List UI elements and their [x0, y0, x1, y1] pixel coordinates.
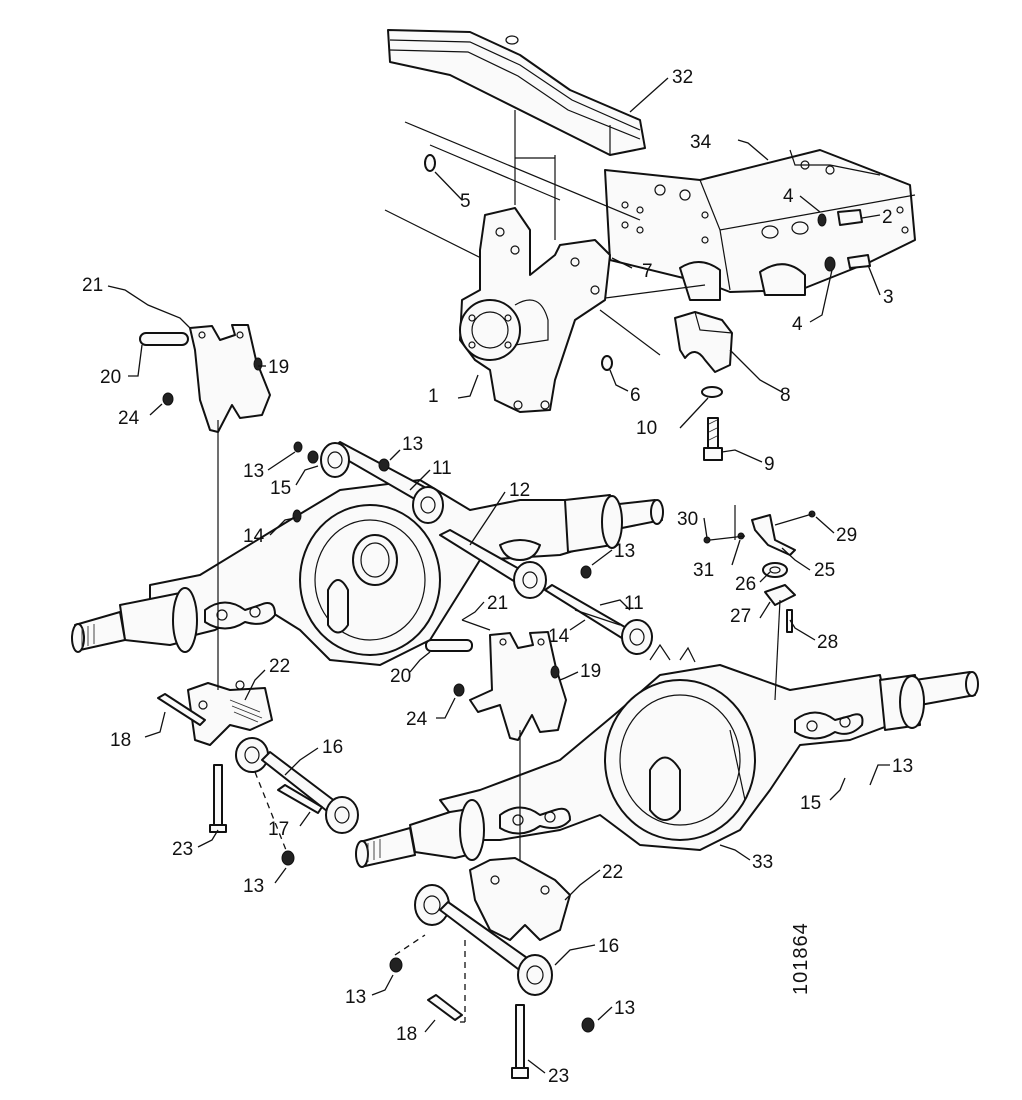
callout-18: 18	[396, 1024, 417, 1045]
figure-reference-number: 101864	[790, 922, 812, 995]
callout-leaders	[107, 77, 890, 1074]
leaf-spring-pack	[387, 29, 646, 156]
callout-26: 26	[735, 574, 756, 595]
callout-22: 22	[602, 862, 623, 883]
axle-housing-upper	[71, 479, 664, 666]
callout-27: 27	[730, 606, 751, 627]
callout-32: 32	[672, 67, 693, 88]
bushing-5	[424, 154, 436, 172]
callout-13: 13	[243, 461, 264, 482]
callout-34: 34	[690, 132, 712, 153]
callout-15: 15	[270, 478, 291, 499]
axle-housing-lower	[355, 599, 979, 868]
callout-16: 16	[598, 936, 619, 957]
callout-1: 1	[428, 386, 439, 407]
alignment-lines	[384, 110, 706, 356]
callout-3: 3	[883, 287, 894, 308]
callout-13: 13	[402, 434, 423, 455]
callout-20: 20	[100, 367, 121, 388]
callout-20: 20	[390, 666, 411, 687]
callout-14: 14	[548, 626, 570, 647]
callout-23: 23	[548, 1066, 569, 1087]
upper-bracket-left	[139, 324, 271, 433]
callout-29: 29	[836, 525, 857, 546]
callout-25: 25	[814, 560, 835, 581]
lower-rod-right	[389, 857, 595, 1079]
callout-11: 11	[624, 593, 644, 614]
callout-19: 19	[268, 357, 289, 378]
callout-4: 4	[792, 314, 803, 335]
callout-12: 12	[509, 480, 530, 501]
callout-21: 21	[82, 275, 103, 296]
upper-bracket-right	[425, 619, 567, 741]
callout-15: 15	[800, 793, 821, 814]
callout-19: 19	[580, 661, 601, 682]
callout-24: 24	[406, 709, 428, 730]
top-fasteners	[424, 154, 871, 371]
callout-4: 4	[783, 186, 794, 207]
lower-rod-left	[157, 680, 359, 866]
bushing-6	[601, 355, 613, 371]
callout-8: 8	[780, 385, 791, 406]
small-bracket-parts	[703, 510, 816, 633]
callout-13: 13	[614, 998, 635, 1019]
callout-14: 14	[243, 526, 265, 547]
callout-23: 23	[172, 839, 193, 860]
bolt-9	[703, 417, 723, 461]
callout-21: 21	[487, 593, 508, 614]
callout-33: 33	[752, 852, 773, 873]
callout-24: 24	[118, 408, 140, 429]
trunnion-bracket	[459, 207, 611, 413]
callout-17: 17	[268, 819, 289, 840]
callout-30: 30	[677, 509, 698, 530]
callout-7: 7	[642, 261, 653, 282]
upper-torque-rods	[292, 441, 653, 655]
callout-18: 18	[110, 730, 131, 751]
callout-11: 11	[432, 458, 452, 479]
callout-13: 13	[243, 876, 264, 897]
washer-10	[701, 386, 723, 398]
nut-4b	[824, 256, 836, 272]
vertical-alignment-lines	[217, 420, 736, 860]
bolt-3	[847, 254, 871, 269]
nut-4a	[817, 213, 827, 227]
callout-28: 28	[817, 632, 838, 653]
callout-13: 13	[345, 987, 366, 1008]
callout-6: 6	[630, 385, 641, 406]
callout-labels: 32 34 5 4 2 7 3 4 8 1 6 10 9 21 20 19 24…	[82, 67, 913, 1087]
callout-13: 13	[614, 541, 635, 562]
callout-5: 5	[460, 191, 471, 212]
callout-22: 22	[269, 656, 290, 677]
bolt-2	[837, 209, 863, 226]
callout-13: 13	[892, 756, 913, 777]
callout-31: 31	[693, 560, 714, 581]
callout-2: 2	[882, 207, 893, 228]
callout-9: 9	[764, 454, 775, 475]
bearing-cap	[674, 311, 733, 373]
callout-10: 10	[636, 418, 657, 439]
callout-16: 16	[322, 737, 343, 758]
